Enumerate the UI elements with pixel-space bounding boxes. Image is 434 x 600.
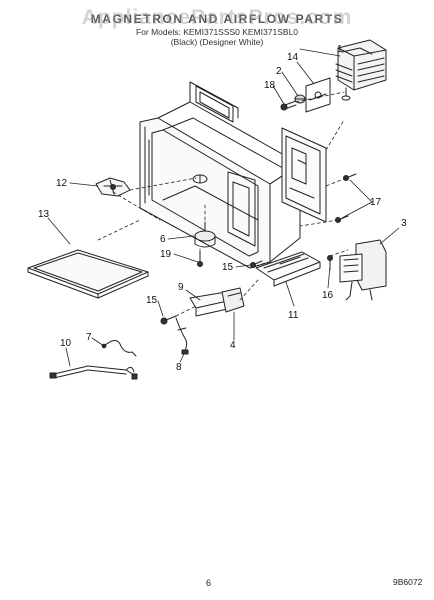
callout-18: 18 bbox=[264, 80, 276, 91]
leader-lines bbox=[47, 48, 400, 367]
thermal-harness bbox=[175, 317, 189, 355]
screw-19 bbox=[197, 251, 203, 267]
screw-17-lower bbox=[335, 215, 349, 223]
callout-17: 17 bbox=[370, 197, 382, 208]
screw-15-lower bbox=[160, 315, 177, 325]
callout-12: 12 bbox=[56, 178, 68, 189]
callout-10: 10 bbox=[60, 338, 72, 349]
wire-harness-10 bbox=[49, 365, 138, 380]
assembly-lines bbox=[97, 91, 349, 317]
callout-14-label: 14 bbox=[287, 52, 299, 63]
wire-7 bbox=[101, 340, 137, 357]
base-bracket bbox=[255, 251, 321, 287]
switch-bracket bbox=[189, 287, 245, 317]
callout-3: 3 bbox=[401, 218, 407, 229]
cooking-tray bbox=[27, 249, 149, 299]
callout-1: 1 bbox=[337, 44, 343, 55]
callout-2: 2 bbox=[276, 66, 282, 77]
stirrer-motor bbox=[194, 221, 216, 248]
fan-motor bbox=[339, 239, 387, 301]
page-title: MAGNETRON AND AIRFLOW PARTS bbox=[90, 12, 344, 26]
callout-16: 16 bbox=[322, 290, 334, 301]
callout-13: 13 bbox=[38, 209, 50, 220]
model-subtitle: For Models: KEMI371SSS0 KEMI371SBL0 bbox=[135, 27, 299, 37]
color-subtitle: (Black) (Designer White) bbox=[170, 37, 264, 47]
screw-17-upper bbox=[343, 173, 357, 181]
page-number: 6 bbox=[206, 578, 212, 588]
callout-11: 11 bbox=[288, 310, 299, 321]
callout-15-upper: 15 bbox=[222, 262, 234, 273]
screw-15-upper bbox=[250, 260, 263, 268]
callout-7: 7 bbox=[86, 332, 92, 343]
callout-6: 6 bbox=[160, 234, 166, 245]
callout-labels: 1 14 2 18 17 3 12 13 6 19 15 9 16 11 15 … bbox=[38, 44, 407, 373]
callout-8: 8 bbox=[176, 362, 182, 373]
thermal-bracket bbox=[305, 77, 331, 113]
stirrer-blade bbox=[95, 177, 131, 197]
magnetron bbox=[335, 39, 387, 101]
callout-4: 4 bbox=[230, 340, 236, 351]
cavity-frame bbox=[139, 81, 301, 269]
screw-16 bbox=[327, 255, 333, 271]
callout-9: 9 bbox=[178, 282, 184, 293]
callout-15-lower: 15 bbox=[146, 295, 158, 306]
waveguide-plate bbox=[281, 127, 327, 223]
document-code: 9B6072 bbox=[393, 577, 423, 587]
callout-19: 19 bbox=[160, 249, 172, 260]
